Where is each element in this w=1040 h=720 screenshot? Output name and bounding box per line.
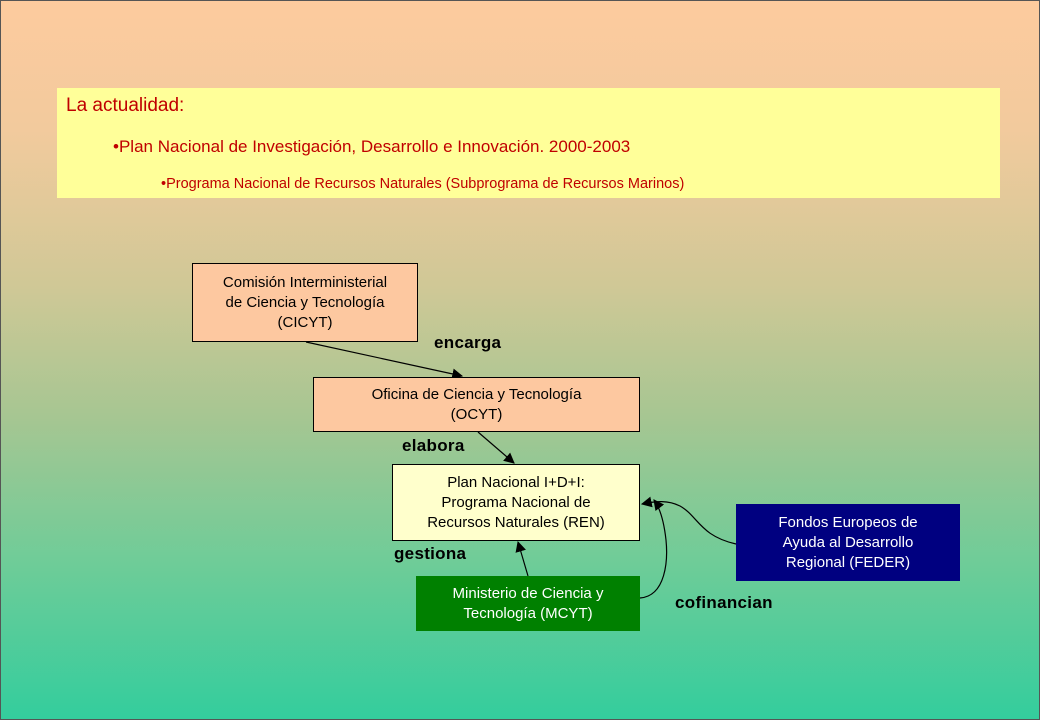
header-banner: La actualidad: •Plan Nacional de Investi…	[57, 88, 1000, 198]
banner-title: La actualidad:	[66, 95, 185, 116]
arrow-mcyt-cofinance-plan	[639, 499, 668, 599]
edge-label-elabora: elabora	[402, 436, 465, 455]
arrow-ocyt-to-plan	[477, 431, 515, 464]
edge-label-gestiona: gestiona	[394, 544, 467, 563]
banner-bullet-plan-nacional: •Plan Nacional de Investigación, Desarro…	[113, 137, 631, 156]
edge-label-cofinancian: cofinancian	[675, 593, 773, 612]
node-mcyt: Ministerio de Ciencia y Tecnología (MCYT…	[416, 576, 640, 631]
node-ocyt: Oficina de Ciencia y Tecnología (OCYT)	[313, 377, 640, 432]
arrow-feder-to-plan	[640, 496, 737, 545]
banner-bullet-programa-nacional: •Programa Nacional de Recursos Naturales…	[161, 176, 685, 192]
arrow-mcyt-to-plan	[515, 540, 529, 577]
node-plan-nacional-ren: Plan Nacional I+D+I: Programa Nacional d…	[392, 464, 640, 541]
node-feder: Fondos Europeos de Ayuda al Desarrollo R…	[736, 504, 960, 581]
node-cicyt: Comisión Interministerial de Ciencia y T…	[192, 263, 418, 342]
edge-label-encarga: encarga	[434, 333, 502, 352]
